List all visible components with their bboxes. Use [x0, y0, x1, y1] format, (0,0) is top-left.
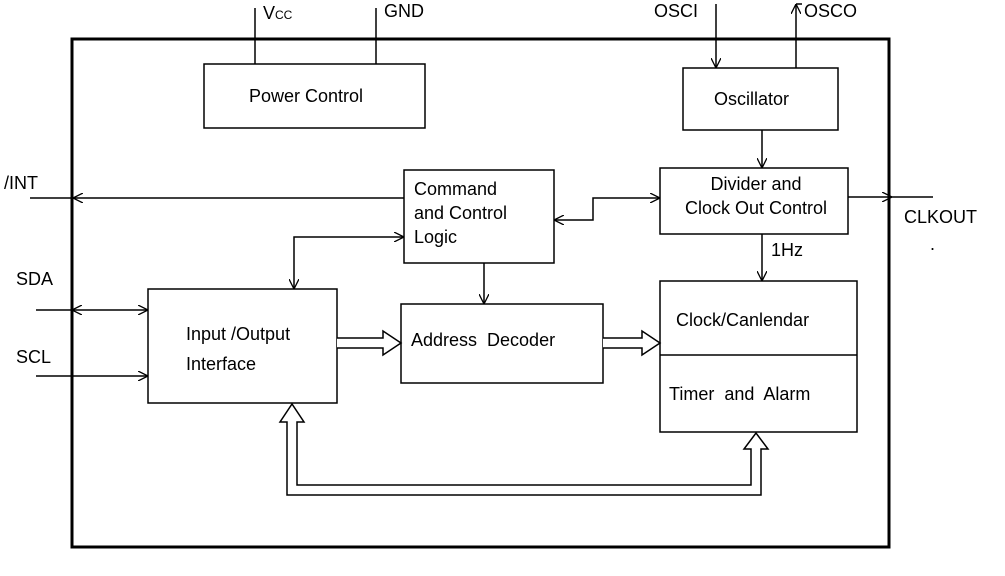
power-control-label: Power Control: [249, 86, 364, 106]
timer-alarm-label: Timer and Alarm: [669, 384, 811, 404]
chip-boundary: [70, 37, 891, 549]
oscillator-block: [682, 67, 839, 131]
clock-calendar-label: Clock/Canlendar: [676, 310, 810, 330]
divider-line-2: Clock Out Control: [684, 198, 828, 218]
vcc-label: VCC: [263, 2, 292, 26]
osci-label: OSCI: [654, 1, 699, 21]
divider-clockout-block: [659, 167, 849, 235]
io-line-1: Input /Output: [186, 324, 291, 344]
io-line-2: Interface: [186, 354, 257, 374]
io-interface-block: [147, 288, 338, 404]
int-label: /INT: [4, 173, 38, 193]
io-interface-label: Input /Output Interface: [186, 319, 290, 379]
gnd-label: GND: [384, 1, 424, 21]
power-control-block: [203, 63, 426, 129]
command-line-1: Command: [414, 179, 498, 199]
command-divider-link: [554, 198, 660, 220]
divider-clockout-label: Divider and Clock Out Control: [664, 172, 848, 220]
vcc-main-text: V: [263, 3, 276, 23]
sda-label: SDA: [16, 269, 54, 289]
io-timer-bus: [278, 402, 770, 496]
clkout-label: CLKOUT: [904, 207, 978, 227]
scl-label: SCL: [16, 347, 52, 367]
command-line-3: Logic: [414, 227, 458, 247]
address-decoder-label: Address Decoder: [411, 330, 556, 350]
osco-label: OSCO: [804, 1, 858, 21]
one-hz-label: 1Hz: [771, 240, 804, 260]
io-to-decoder-bus: [337, 329, 403, 357]
clock-timer-block: [659, 280, 858, 433]
io-command-link: [294, 237, 404, 289]
command-control-label: Command and Control Logic: [414, 177, 507, 249]
stray-dot: .: [930, 234, 936, 254]
command-line-2: and Control: [414, 203, 508, 223]
decoder-to-clock-bus: [603, 329, 662, 357]
divider-line-1: Divider and: [710, 174, 802, 194]
oscillator-label: Oscillator: [714, 89, 790, 109]
vcc-sub-text: CC: [275, 8, 293, 22]
